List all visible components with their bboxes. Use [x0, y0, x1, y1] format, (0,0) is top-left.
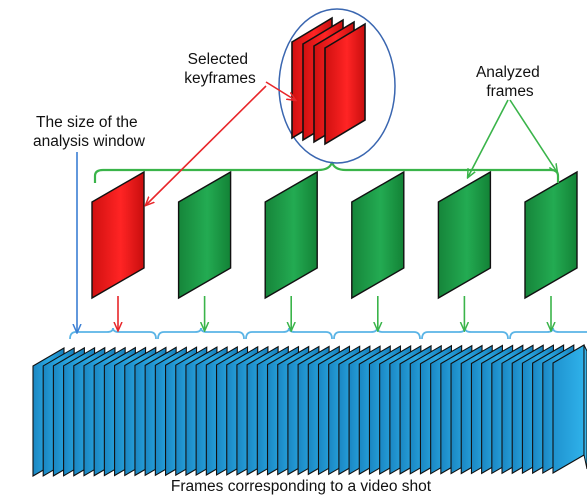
video-frame	[552, 344, 585, 474]
analyzed-label-arrow-right	[509, 99, 557, 172]
analyzed-frame	[524, 170, 578, 300]
selected-keyframes-stack	[291, 16, 366, 146]
frame-to-window-arrows	[118, 296, 551, 330]
analysis-window-bracket	[157, 327, 245, 340]
analysis-window-brackets	[69, 327, 587, 340]
keyframes-label-arrow-to-stack	[265, 81, 295, 100]
analyzed-frames-row	[91, 170, 578, 300]
video-shot-caption: Frames corresponding to a video shot	[171, 478, 432, 495]
keyframes-label-arrow-to-frame	[146, 85, 267, 205]
analysis-window-bracket	[69, 327, 157, 340]
analyzed-frame	[437, 170, 492, 300]
selected-keyframes-label: Selected keyframes	[184, 51, 256, 87]
video-frame-front-face	[583, 344, 587, 470]
selected-keyframe-copy	[324, 22, 366, 146]
analysis-window-size-label: The size of the analysis window	[33, 114, 146, 150]
analyzed-frame	[351, 170, 405, 300]
analyzed-frame	[264, 170, 318, 300]
selected-keyframe	[91, 170, 145, 300]
analysis-window-bracket	[245, 327, 333, 340]
analyzed-label-arrow-left	[468, 99, 509, 177]
analysis-window-bracket	[509, 327, 587, 340]
analyzed-frames-label: Analyzed frames	[476, 64, 544, 100]
video-frame-stack	[32, 344, 587, 477]
selected-keyframes-ellipse	[278, 8, 396, 164]
analyzed-frame	[177, 170, 232, 300]
